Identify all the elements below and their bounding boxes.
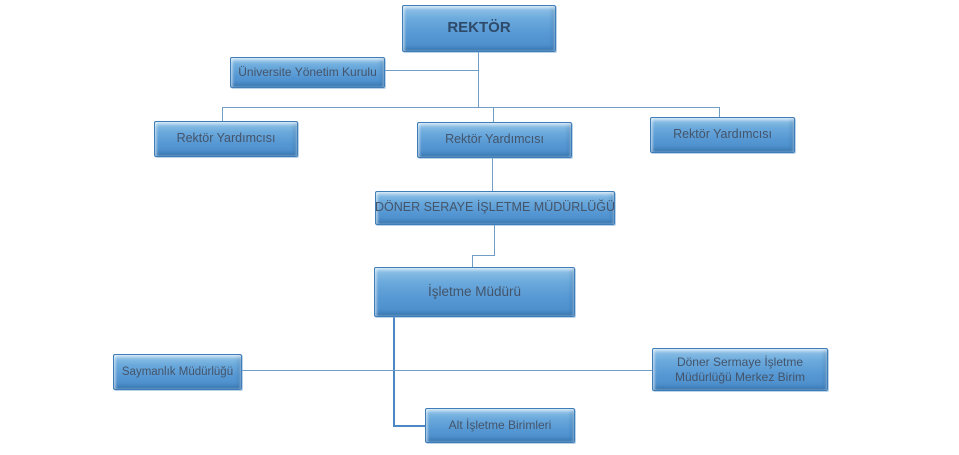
- org-node-doner-label: DÖNER SERAYE İŞLETME MÜDÜRLÜĞÜ: [374, 200, 616, 215]
- org-node-doner-sermaye-merkez-birim: Döner Sermaye İşletme Müdürlüğü Merkez B…: [652, 348, 828, 391]
- connector-isletme-trunk: [393, 317, 395, 427]
- org-node-doner-seraye-isletme-mudurlugu: DÖNER SERAYE İŞLETME MÜDÜRLÜĞÜ: [375, 191, 615, 225]
- connector-drop-ry2: [493, 107, 494, 123]
- org-node-kurulu-label: Üniversite Yönetim Kurulu: [238, 65, 377, 79]
- connector-kurulu-horizontal: [385, 70, 478, 71]
- connector-doner-to-isletme-v1: [494, 225, 495, 256]
- connector-siblings-horizontal: [222, 107, 720, 108]
- org-node-ry3-label: Rektör Yardımcısı: [673, 127, 772, 142]
- connector-drop-ry3: [719, 107, 720, 118]
- org-node-alt-isletme-birimleri: Alt İşletme Birimleri: [425, 408, 575, 443]
- connector-rektor-vertical: [478, 52, 479, 108]
- org-node-isletme-muduru: İşletme Müdürü: [374, 267, 575, 317]
- connector-to-alt: [393, 425, 425, 427]
- org-node-merkez-label: Döner Sermaye İşletme Müdürlüğü Merkez B…: [674, 354, 806, 384]
- org-node-saymanlik-mudurlugu: Saymanlık Müdürlüğü: [113, 354, 242, 390]
- org-node-rektor-yardimcisi-3: Rektör Yardımcısı: [650, 117, 795, 153]
- org-node-rektor: REKTÖR: [402, 5, 556, 52]
- org-node-rektor-yardimcisi-2: Rektör Yardımcısı: [417, 122, 572, 158]
- org-node-alt-label: Alt İşletme Birimleri: [448, 418, 552, 432]
- connector-doner-to-isletme-jog: [472, 255, 495, 256]
- org-node-saymanlik-label: Saymanlık Müdürlüğü: [121, 365, 234, 378]
- org-node-ry1-label: Rektör Yardımcısı: [176, 131, 276, 146]
- org-node-ry2-label: Rektör Yardımcısı: [445, 132, 544, 147]
- connector-branch-horizontal: [242, 370, 652, 371]
- org-node-rektor-yardimcisi-1: Rektör Yardımcısı: [154, 121, 298, 157]
- org-node-universite-yonetim-kurulu: Üniversite Yönetim Kurulu: [230, 57, 385, 88]
- org-node-isletme-label: İşletme Müdürü: [427, 283, 522, 299]
- connector-drop-ry1: [222, 107, 223, 121]
- connector-doner-to-isletme-v2: [472, 255, 473, 267]
- org-node-rektor-label: REKTÖR: [447, 19, 511, 37]
- connector-ry2-to-doner: [492, 157, 493, 191]
